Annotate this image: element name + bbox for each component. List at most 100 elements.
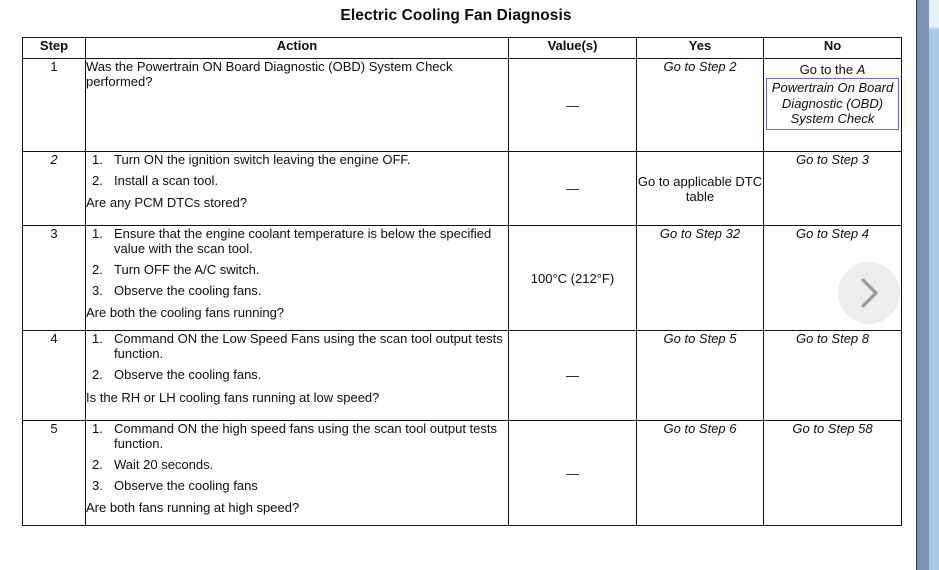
no-lead-line: Go to the A (766, 62, 899, 77)
list-item-text: Turn OFF the A/C switch. (114, 262, 260, 277)
action-intro-text: Was the Powertrain ON Board Diagnostic (… (86, 59, 453, 89)
action-cell: 1. Command ON the Low Speed Fans using th… (85, 330, 509, 421)
list-item: 1. Command ON the Low Speed Fans using th… (86, 331, 508, 361)
value-text: — (566, 181, 579, 196)
list-item: 2. Turn OFF the A/C switch. (86, 262, 508, 277)
highlight-box[interactable]: Powertrain On Board Diagnostic (OBD) Sys… (766, 78, 899, 130)
list-item: 3. Observe the cooling fans (86, 478, 508, 493)
list-item: 1. Command ON the high speed fans using t… (86, 421, 508, 451)
yes-text: Go to Step 2 (663, 59, 737, 74)
no-cell: Go to the A Powertrain On Board Diagnost… (763, 58, 902, 152)
yes-text: Go to Step 32 (659, 226, 741, 241)
list-item: 2. Wait 20 seconds. (86, 457, 508, 472)
no-text: Go to Step 4 (796, 226, 869, 241)
list-item-text: Observe the cooling fans (114, 478, 258, 493)
column-header-no: No (763, 37, 902, 59)
list-item: 1. Ensure that the engine coolant tempera… (86, 226, 508, 256)
scanned-page: Electric Cooling Fan Diagnosis Step Acti… (22, 7, 902, 526)
yes-cell: Go to Step 5 (636, 330, 764, 421)
action-step-list: 1. Command ON the Low Speed Fans using th… (86, 331, 508, 382)
action-step-list: 1. Ensure that the engine coolant tempera… (86, 226, 508, 298)
value-cell: 100°C (212°F) (508, 225, 637, 331)
action-cell: 1. Command ON the high speed fans using t… (85, 420, 509, 526)
value-cell: — (508, 151, 637, 226)
action-question: Is the RH or LH cooling fans running at … (86, 390, 380, 405)
yes-text: Go to applicable DTC table (637, 173, 763, 204)
vertical-scrollbar[interactable] (912, 0, 939, 570)
no-cell: Go to Step 58 (763, 420, 902, 526)
column-header-value: Value(s) (508, 37, 637, 59)
list-item: 1. Turn ON the ignition switch leaving th… (86, 152, 508, 167)
column-header-step: Step (22, 37, 86, 59)
action-question: Are any PCM DTCs stored? (86, 195, 248, 210)
yes-cell: Go to Step 2 (636, 58, 764, 152)
list-item-text: Ensure that the engine coolant temperatu… (114, 226, 492, 256)
column-header-action: Action (85, 37, 509, 59)
yes-text: Go to Step 6 (663, 421, 737, 436)
scrollbar-track[interactable] (916, 0, 939, 570)
step-number: 2 (22, 151, 86, 226)
list-item-text: Turn ON the ignition switch leaving the … (114, 152, 411, 167)
column-header-yes: Yes (636, 37, 764, 59)
list-item-number: 2. (92, 457, 103, 472)
action-cell: 1. Turn ON the ignition switch leaving th… (85, 151, 509, 226)
list-item-text: Observe the cooling fans. (114, 367, 262, 382)
list-item-number: 2. (92, 262, 103, 277)
page-title: Electric Cooling Fan Diagnosis (340, 7, 572, 24)
no-lead-text: Go to the (799, 62, 857, 77)
list-item-number: 1. (92, 331, 103, 346)
list-item-number: 1. (92, 226, 103, 241)
yes-text: Go to Step 5 (663, 331, 737, 346)
list-item: 3. Observe the cooling fans. (86, 283, 508, 298)
table-row: 1 Was the Powertrain ON Board Diagnostic… (22, 58, 902, 152)
action-cell: 1. Ensure that the engine coolant tempera… (85, 225, 509, 331)
value-text: 100°C (212°F) (530, 270, 615, 286)
list-item-number: 1. (92, 421, 103, 436)
list-item: 2. Observe the cooling fans. (86, 367, 508, 382)
action-question: Are both the cooling fans running? (86, 305, 285, 320)
value-text: — (566, 97, 579, 113)
no-cell: Go to Step 8 (763, 330, 902, 421)
list-item-text: Wait 20 seconds. (114, 457, 214, 472)
step-number: 4 (22, 330, 86, 421)
list-item-text: Command ON the Low Speed Fans using the … (114, 331, 503, 361)
no-text: Go to Step 8 (796, 331, 869, 346)
value-text: — (566, 368, 579, 383)
no-text: Go to Step 3 (796, 152, 869, 167)
yes-cell: Go to applicable DTC table (636, 151, 764, 226)
list-item-number: 3. (92, 478, 103, 493)
chevron-right-icon (856, 276, 882, 310)
yes-cell: Go to Step 32 (636, 225, 764, 331)
scrollbar-thumb[interactable] (929, 0, 939, 570)
action-step-list: 1. Turn ON the ignition switch leaving th… (86, 152, 508, 188)
diagnosis-table: Step Action Value(s) Yes No 1 Was the Po… (22, 37, 902, 526)
action-step-list: 1. Command ON the high speed fans using t… (86, 421, 508, 493)
list-item-number: 2. (92, 173, 103, 188)
no-cell: Go to Step 3 (763, 151, 902, 226)
step-number: 3 (22, 225, 86, 331)
value-cell: — (508, 420, 637, 526)
value-cell: — (508, 330, 637, 421)
value-text: — (566, 465, 579, 481)
no-text: Go to Step 58 (792, 421, 873, 436)
yes-cell: Go to Step 6 (636, 420, 764, 526)
list-item-text: Install a scan tool. (114, 173, 219, 188)
table-row: 5 1. Command ON the high speed fans using… (22, 420, 902, 526)
step-number: 1 (22, 58, 86, 152)
list-item-number: 2. (92, 367, 103, 382)
value-cell: — (508, 58, 637, 152)
list-item: 2. Install a scan tool. (86, 173, 508, 188)
no-lead-reference: A (856, 62, 866, 77)
list-item-text: Command ON the high speed fans using the… (114, 421, 498, 451)
table-row: 4 1. Command ON the Low Speed Fans using … (22, 330, 902, 421)
step-number: 5 (22, 420, 86, 526)
next-page-button[interactable] (838, 262, 900, 324)
table-row: 2 1. Turn ON the ignition switch leaving … (22, 151, 902, 226)
table-row: 3 1. Ensure that the engine coolant tempe… (22, 225, 902, 331)
list-item-number: 1. (92, 152, 103, 167)
table-header-row: Step Action Value(s) Yes No (22, 37, 902, 59)
action-cell: Was the Powertrain ON Board Diagnostic (… (85, 58, 509, 152)
list-item-number: 3. (92, 283, 103, 298)
list-item-text: Observe the cooling fans. (114, 283, 262, 298)
